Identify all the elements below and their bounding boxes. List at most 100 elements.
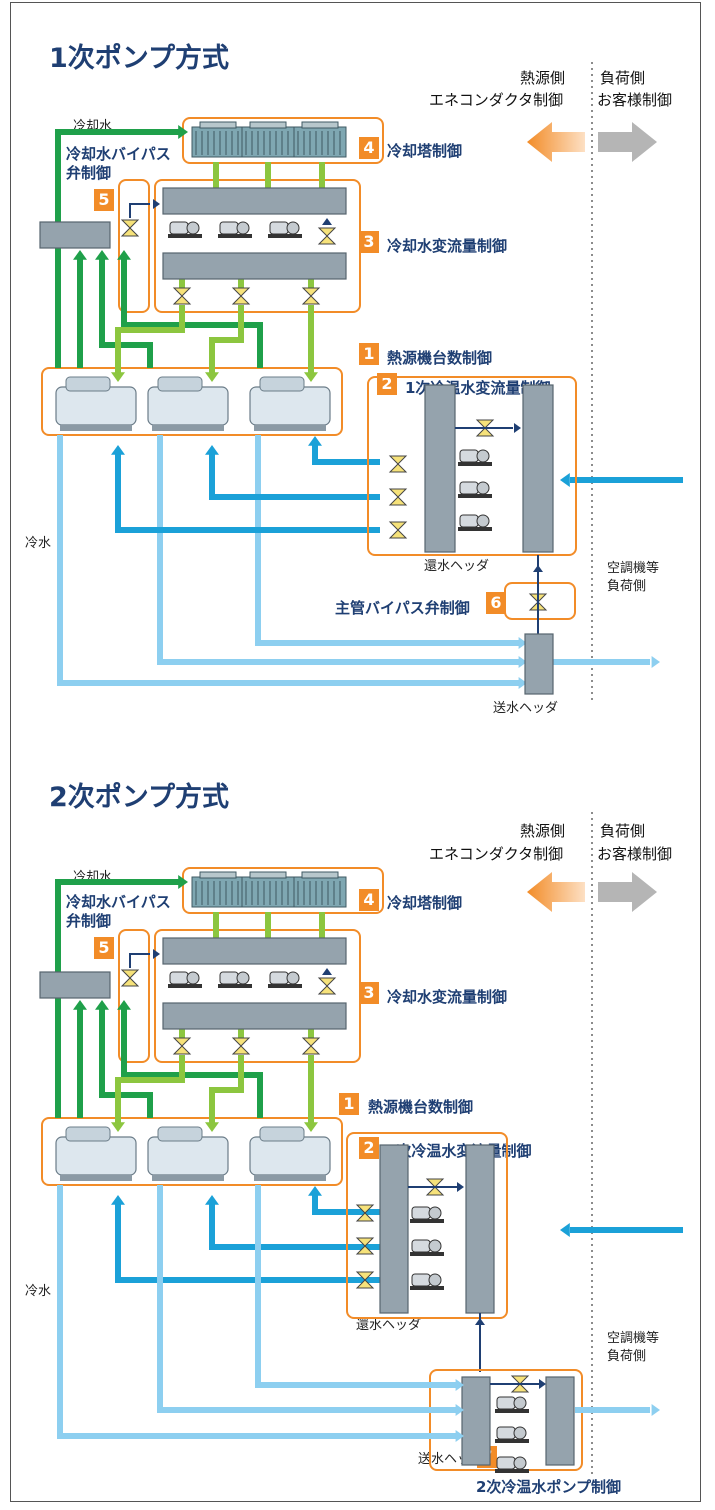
badge-3: 3	[359, 982, 379, 1004]
arrow-head	[117, 1000, 131, 1010]
pump-base	[495, 1409, 529, 1413]
pump-base	[410, 1286, 444, 1290]
supply-header-label: 送水ヘッダ	[493, 701, 559, 716]
pump-impeller	[186, 971, 200, 985]
chiller-top	[259, 1126, 305, 1142]
primary-pump-icon	[459, 481, 479, 495]
chilled-water-label: 冷水	[25, 536, 52, 551]
bypass-control-label: 冷却水バイパス弁制御	[66, 145, 171, 182]
pump-impeller	[236, 221, 250, 235]
chiller-feet	[152, 425, 224, 431]
chiller-feet	[254, 1175, 326, 1181]
primary-pump-icon	[459, 449, 479, 463]
valve-icon	[355, 1237, 375, 1255]
pump-impeller	[286, 221, 300, 235]
arrow-head	[95, 250, 109, 260]
cw-flow-control-label: 冷却水変流量制御	[387, 988, 508, 1006]
cooling-pump-icon	[269, 971, 289, 985]
cooling-tower-icon	[293, 126, 347, 158]
section-title: 2次ポンプ方式	[49, 782, 229, 813]
pump-impeller	[476, 514, 490, 528]
badge-2: 2	[377, 373, 397, 395]
chiller-top	[259, 376, 305, 392]
load-side-label: 負荷側	[600, 822, 646, 840]
return-header-left	[379, 1144, 409, 1314]
valve-icon	[301, 1037, 321, 1055]
valve-icon	[317, 977, 337, 995]
cooling-tower-icon	[241, 876, 295, 908]
bypass-valve-icon	[120, 969, 140, 987]
arrow-head	[455, 1430, 464, 1442]
arrow-head	[308, 436, 322, 446]
unit-count-control-label: 熱源機台数制御	[387, 349, 493, 367]
arrow-head	[308, 1186, 322, 1196]
pump-impeller	[186, 221, 200, 235]
bypass-line	[129, 953, 150, 968]
load-label: 空調機等負荷側	[607, 1331, 660, 1364]
pump-base	[458, 494, 492, 498]
supply-header-left	[461, 1376, 491, 1466]
heat-side-label: 熱源側	[520, 822, 566, 840]
cw-flow-box	[154, 929, 361, 1063]
arrow-head	[205, 1195, 219, 1205]
arrow-head	[475, 1318, 485, 1325]
valve-icon	[172, 287, 192, 305]
cooling-water-return	[121, 255, 263, 368]
arrow-head	[518, 637, 527, 649]
chilled-supply-pipe	[255, 1185, 457, 1388]
arrow-head	[457, 1182, 464, 1192]
chilled-supply-pipe	[157, 435, 520, 665]
arrow-head	[560, 1223, 570, 1237]
cooling-pump-icon	[219, 221, 239, 235]
arrow-head	[111, 1195, 125, 1205]
supply-header	[524, 633, 554, 695]
pump-impeller	[428, 1273, 442, 1287]
valve-icon	[388, 488, 408, 506]
valve-icon	[388, 455, 408, 473]
badge-5: 5	[94, 937, 114, 959]
chilled-return-pipe	[209, 1200, 380, 1250]
primary-flow-box	[367, 376, 577, 556]
cooling-tower-icon	[191, 876, 245, 908]
cooling-tower-icon	[293, 876, 347, 908]
cooling-pump-icon	[219, 971, 239, 985]
arrow-head	[178, 875, 188, 889]
chilled-supply-pipe	[57, 1185, 457, 1439]
arrow-head	[111, 1122, 125, 1132]
chilled-return-pipe	[209, 450, 380, 500]
primary-pump-icon	[459, 514, 479, 528]
chiller-icon	[55, 1136, 137, 1176]
pump-impeller	[513, 1426, 527, 1440]
pump-impeller	[476, 481, 490, 495]
pump-base	[495, 1439, 529, 1443]
bypass-valve-box	[118, 929, 150, 1063]
arrow-head	[304, 1122, 318, 1132]
chilled-water-label: 冷水	[25, 1284, 52, 1299]
secondary-pump-control-label: 2次冷温水ポンプ制御	[476, 1478, 621, 1496]
secondary-pump-icon	[496, 1426, 516, 1440]
valve-icon	[231, 287, 251, 305]
cw-flow-control-label: 冷却水変流量制御	[387, 237, 508, 255]
cooling-water-return	[121, 1005, 263, 1118]
cooling-pump-icon	[169, 221, 189, 235]
pump-base	[218, 234, 252, 238]
load-side-control-label: お客様制御	[597, 845, 673, 863]
chilled-return-pipe	[115, 1200, 380, 1283]
pump-base	[458, 527, 492, 531]
pump-base	[268, 984, 302, 988]
chilled-supply-pipe	[255, 435, 520, 646]
badge-6: 6	[486, 592, 506, 614]
valve-icon	[301, 287, 321, 305]
secondary-pump-icon	[496, 1456, 516, 1470]
main-bypass-box	[504, 582, 576, 620]
unit-count-control-label: 熱源機台数制御	[368, 1098, 474, 1116]
arrow-head	[205, 1122, 219, 1132]
pump-base	[495, 1469, 529, 1473]
heat-side-control-label: エネコンダクタ制御	[429, 91, 564, 109]
arrow-head	[205, 445, 219, 455]
chilled-return-pipe	[312, 1190, 380, 1215]
valve-icon	[388, 521, 408, 539]
arrow-head	[73, 250, 87, 260]
cooling-pump-icon	[169, 971, 189, 985]
arrow-head	[95, 1000, 109, 1010]
